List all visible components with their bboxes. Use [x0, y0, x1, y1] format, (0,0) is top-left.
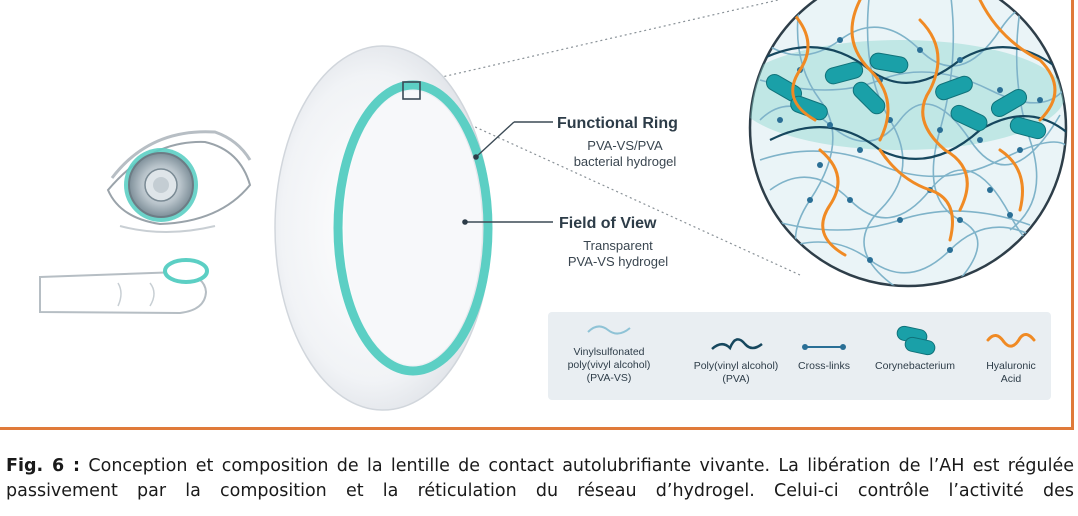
zoom-line-top: [419, 0, 779, 83]
caption-text: Conception et composition de la lentille…: [6, 456, 1074, 501]
contact-lens: [274, 45, 493, 411]
functional-ring-line2: bacterial hydrogel: [574, 154, 677, 169]
eye-illustration: [106, 130, 252, 233]
legend-item-pva: Poly(vinyl alcohol) (PVA): [694, 338, 779, 385]
figure-caption: Fig. 6 : Conception et composition de la…: [6, 454, 1074, 504]
svg-text:poly(vivyl alcohol): poly(vivyl alcohol): [568, 359, 651, 371]
svg-text:Poly(vinyl alcohol): Poly(vinyl alcohol): [694, 360, 779, 372]
field-of-view-line2: PVA-VS hydrogel: [568, 254, 668, 269]
fov-pointer: [462, 219, 553, 225]
svg-text:Corynebacterium: Corynebacterium: [875, 360, 955, 372]
hydrogel-zoom-circle: [748, 0, 1068, 288]
legend-item-hyaluronic-acid: Hyaluronic Acid: [986, 333, 1036, 385]
inset-marker: [402, 81, 421, 100]
diagram: Functional Ring PVA-VS/PVA bacterial hyd…: [39, 0, 1068, 411]
ring-pointer: [473, 121, 553, 160]
legend-item-corynebacterium: Corynebacterium: [875, 325, 955, 372]
functional-ring: [333, 80, 493, 376]
svg-text:Hyaluronic: Hyaluronic: [986, 360, 1036, 372]
field-of-view: [344, 91, 482, 365]
legend: Vinylsulfonated poly(vivyl alcohol) (PVA…: [548, 312, 1051, 400]
functional-ring-line1: PVA-VS/PVA: [587, 138, 663, 153]
svg-text:(PVA-VS): (PVA-VS): [587, 372, 632, 384]
svg-text:Vinylsulfonated: Vinylsulfonated: [573, 346, 644, 358]
svg-text:Cross-links: Cross-links: [798, 360, 850, 372]
legend-item-crosslinks: Cross-links: [798, 344, 850, 372]
svg-text:(PVA): (PVA): [722, 373, 749, 385]
field-of-view-line1: Transparent: [583, 238, 653, 253]
functional-ring-title: Functional Ring: [557, 115, 678, 132]
legend-item-pva-vs: Vinylsulfonated poly(vivyl alcohol) (PVA…: [568, 325, 651, 384]
svg-text:Acid: Acid: [1001, 373, 1022, 385]
field-of-view-title: Field of View: [559, 215, 657, 232]
figure-number: Fig. 6 :: [6, 456, 81, 476]
zoom-line-bottom: [415, 99, 801, 276]
finger-illustration: [39, 258, 209, 315]
